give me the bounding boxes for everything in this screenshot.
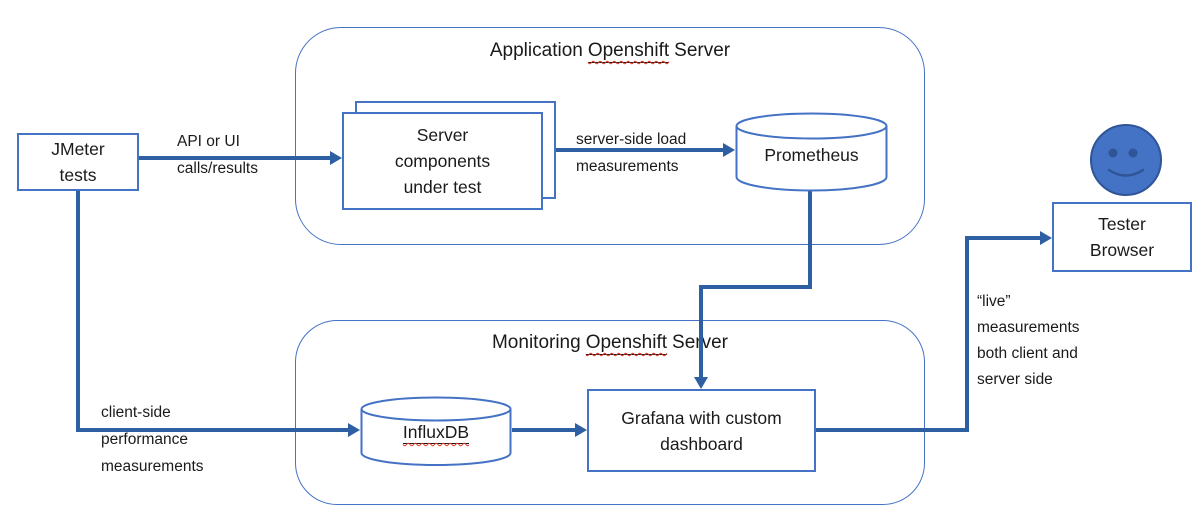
connector-jmeter-down: [76, 191, 80, 432]
connector-jmeter-to-influxdb: [76, 428, 348, 432]
client-side-performance-label: client-side performance measurements: [101, 404, 204, 475]
application-title-prefix: Application: [489, 40, 583, 61]
connector-prometheus-horizontal: [699, 285, 812, 289]
monitoring-openshift-server-container: [295, 320, 925, 505]
connector-grafana-up: [965, 236, 969, 432]
connector-influxdb-to-grafana: [512, 428, 575, 432]
database-cylinder-icon: [735, 112, 888, 192]
influxdb-label: InfluxDB: [402, 422, 470, 444]
application-title-openshift-word: Openshift: [587, 40, 670, 63]
arrowhead-prometheus-to-grafana: [694, 377, 708, 389]
grafana-dashboard-node: Grafana with custom dashboard: [587, 389, 816, 472]
connector-prometheus-to-grafana: [699, 285, 703, 377]
arrowhead-jmeter-to-influxdb: [348, 423, 360, 437]
connector-to-tester-browser: [969, 236, 1040, 240]
connector-prometheus-down: [808, 190, 812, 287]
monitoring-server-title: MonitoringOpenshiftServer: [295, 332, 925, 355]
application-openshift-server-container: [295, 27, 925, 245]
arrowhead-server-to-prometheus: [723, 143, 735, 157]
prometheus-node: Prometheus: [735, 112, 888, 192]
monitoring-title-openshift-word: Openshift: [585, 332, 668, 355]
arrowhead-jmeter-to-server: [330, 151, 342, 165]
monitoring-title-prefix: Monitoring: [491, 332, 581, 353]
database-cylinder-icon: [360, 396, 512, 466]
arrowhead-influxdb-to-grafana: [575, 423, 587, 437]
connector-grafana-right: [816, 428, 969, 432]
connector-server-to-prometheus: [556, 148, 723, 152]
tester-browser-node: Tester Browser: [1052, 202, 1192, 272]
influxdb-node: InfluxDB: [360, 396, 512, 467]
server-components-node: Server components under test: [342, 112, 543, 210]
jmeter-tests-node: JMeter tests: [17, 133, 139, 191]
smiley-face-icon: [1086, 120, 1166, 200]
live-measurements-label: “live” measurements both client and serv…: [977, 293, 1080, 388]
server-side-load-label: server-side load measurements: [576, 131, 687, 175]
arrowhead-to-tester-browser: [1040, 231, 1052, 245]
prometheus-label: Prometheus: [764, 145, 859, 165]
api-calls-label: API or UI calls/results: [177, 133, 258, 177]
connector-jmeter-to-server: [139, 156, 330, 160]
application-title-suffix: Server: [674, 40, 731, 61]
